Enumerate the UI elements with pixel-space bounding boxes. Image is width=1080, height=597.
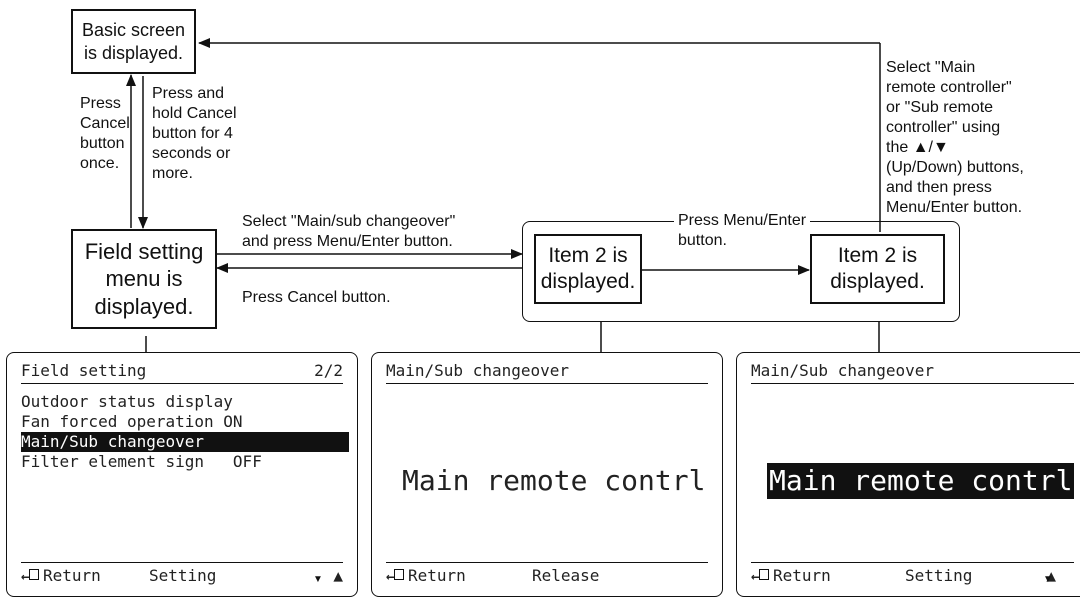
main-remote-value: Main remote contrl <box>402 464 706 497</box>
footer-setting-label[interactable]: Setting <box>149 566 217 585</box>
footer-return-label[interactable]: Return <box>773 566 831 585</box>
lcd-field-setting: Field setting 2/2 Outdoor status display… <box>6 352 358 597</box>
select-main-sub-text: Select "Main/sub changeover" and press M… <box>242 213 456 250</box>
item2-box-left: Item 2 is displayed. <box>534 234 642 304</box>
lcd-footer: Return Release <box>386 562 708 590</box>
lcd-footer: Return Setting ▲ <box>21 562 343 590</box>
main-remote-value-selected[interactable]: Main remote contrl <box>767 463 1075 499</box>
up-down-icon: ▼ <box>1043 574 1053 585</box>
menu-item-filter-sign[interactable]: Filter element sign OFF <box>21 452 262 471</box>
press-cancel-text: Press Cancel button. <box>242 289 391 306</box>
lcd-main-sub-release: Main/Sub changeover Main remote contrl R… <box>371 352 723 597</box>
up-down-icon: ▼ <box>313 574 323 585</box>
up-down-icon: ▲ <box>333 566 343 585</box>
return-icon <box>386 564 406 590</box>
footer-release-label[interactable]: Release <box>532 566 600 585</box>
up-down-icon: ▲ <box>1046 566 1056 585</box>
press-cancel-once-text: Press Cancel button once. <box>80 95 130 172</box>
menu-item-main-sub-selected[interactable]: Main/Sub changeover <box>21 432 349 452</box>
item2-box-right: Item 2 is displayed. <box>810 234 945 304</box>
footer-return-label[interactable]: Return <box>43 566 101 585</box>
menu-item-outdoor-status[interactable]: Outdoor status display <box>21 392 233 411</box>
basic-screen-box: Basic screen is displayed. <box>71 9 196 74</box>
page-indicator: 2/2 <box>314 361 343 380</box>
screen-title: Main/Sub changeover <box>751 361 935 380</box>
menu-item-fan-forced[interactable]: Fan forced operation ON <box>21 412 243 431</box>
footer-return-label[interactable]: Return <box>408 566 466 585</box>
screen-title: Field setting <box>21 361 147 380</box>
lcd-header: Field setting 2/2 <box>21 359 343 384</box>
select-main-remote-text: Select "Main remote controller" or "Sub … <box>886 59 1024 216</box>
press-menu-enter-text: Press Menu/Enter button. <box>674 211 811 251</box>
lcd-footer: Return Setting ▲ <box>751 562 1074 590</box>
return-icon <box>751 564 771 590</box>
lcd-main-sub-setting: Main/Sub changeover Main remote contrl R… <box>736 352 1080 597</box>
screen-title: Main/Sub changeover <box>386 361 570 380</box>
press-hold-cancel-text: Press and hold Cancel button for 4 secon… <box>152 85 237 182</box>
return-icon <box>21 564 41 590</box>
lcd-header: Main/Sub changeover <box>386 359 708 384</box>
lcd-header: Main/Sub changeover <box>751 359 1074 384</box>
footer-setting-label[interactable]: Setting <box>905 566 973 585</box>
field-setting-menu-box: Field setting menu is displayed. <box>71 229 217 329</box>
